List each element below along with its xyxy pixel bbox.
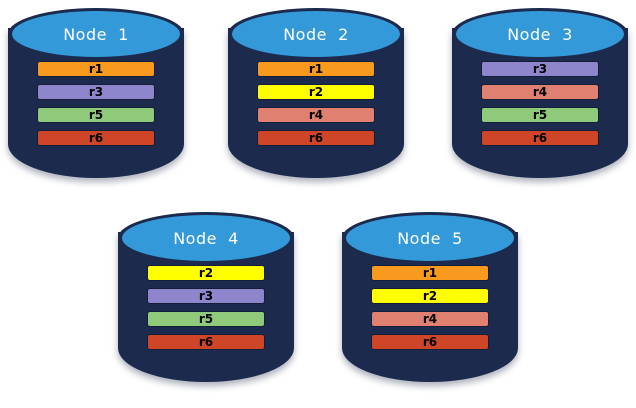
replica-bar[interactable]: r5	[37, 107, 155, 123]
replica-bar[interactable]: r2	[371, 288, 489, 304]
node-cylinder-4[interactable]: Node 4 r2 r3 r5 r6	[116, 208, 296, 398]
replica-list-4: r2 r3 r5 r6	[116, 265, 296, 357]
replica-list-3: r3 r4 r5 r6	[450, 61, 630, 153]
replica-bar[interactable]: r2	[147, 265, 265, 281]
replica-bar[interactable]: r6	[147, 334, 265, 350]
replica-bar[interactable]: r1	[257, 61, 375, 77]
replica-bar[interactable]: r4	[371, 311, 489, 327]
node-cylinder-5[interactable]: Node 5 r1 r2 r4 r6	[340, 208, 520, 398]
replica-bar[interactable]: r4	[257, 107, 375, 123]
cylinder-top-3	[456, 11, 624, 57]
cylinder-top-2	[232, 11, 400, 57]
replica-bar[interactable]: r3	[37, 84, 155, 100]
replica-bar[interactable]: r6	[257, 130, 375, 146]
replica-bar[interactable]: r5	[147, 311, 265, 327]
replica-bar[interactable]: r6	[37, 130, 155, 146]
node-cylinder-3[interactable]: Node 3 r3 r4 r5 r6	[450, 4, 630, 194]
replica-list-1: r1 r3 r5 r6	[6, 61, 186, 153]
replica-bar[interactable]: r2	[257, 84, 375, 100]
replica-bar[interactable]: r3	[481, 61, 599, 77]
replica-bar[interactable]: r6	[371, 334, 489, 350]
node-cylinder-2[interactable]: Node 2 r1 r2 r4 r6	[226, 4, 406, 194]
replica-list-5: r1 r2 r4 r6	[340, 265, 520, 357]
cylinder-top-5	[346, 215, 514, 261]
replica-bar[interactable]: r1	[371, 265, 489, 281]
replica-bar[interactable]: r6	[481, 130, 599, 146]
replica-bar[interactable]: r4	[481, 84, 599, 100]
replica-bar[interactable]: r1	[37, 61, 155, 77]
node-cylinder-1[interactable]: Node 1 r1 r3 r5 r6	[6, 4, 186, 194]
replica-list-2: r1 r2 r4 r6	[226, 61, 406, 153]
replica-bar[interactable]: r3	[147, 288, 265, 304]
replica-bar[interactable]: r5	[481, 107, 599, 123]
cylinder-top-1	[12, 11, 180, 57]
cylinder-top-4	[122, 215, 290, 261]
